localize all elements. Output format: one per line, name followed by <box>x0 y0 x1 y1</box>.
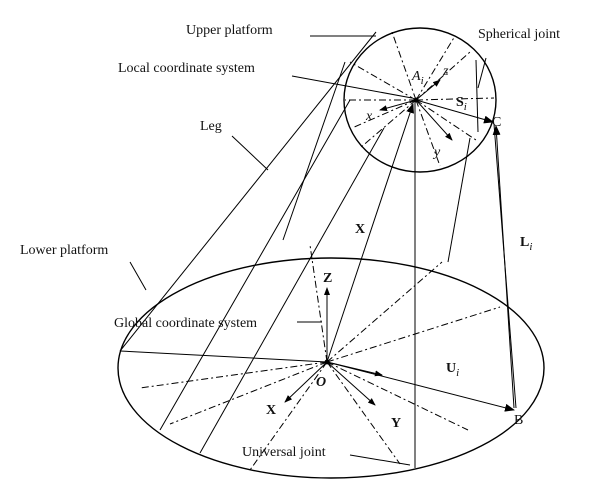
lower-chord <box>119 350 328 363</box>
global-y-axis <box>326 361 376 406</box>
global-coordinate-label: Global coordinate system <box>114 316 257 331</box>
global-z-label: Z <box>323 271 332 286</box>
point-c-label: C <box>492 115 501 130</box>
local-y-axis <box>415 99 453 141</box>
ui-vector-line <box>326 361 515 412</box>
point-b-label: B <box>514 413 523 428</box>
si-vector-line <box>415 99 494 124</box>
spherical-joint-leader <box>477 57 487 89</box>
local-z-label: z <box>442 64 449 79</box>
global-x-axis <box>284 361 328 403</box>
upper-platform-label: Upper platform <box>186 23 273 38</box>
leg-leader <box>231 135 269 171</box>
origin-o-label: O <box>316 375 326 390</box>
global-extra-axis <box>326 361 383 377</box>
origin-o-point <box>324 359 330 365</box>
universal-joint-leader <box>349 454 411 466</box>
x-vector-line <box>326 103 414 363</box>
leg-label: Leg <box>200 119 222 134</box>
point-a <box>413 97 419 103</box>
lower-platform-centerlines <box>139 244 501 471</box>
li-symbol: Li <box>520 235 532 253</box>
local-x-label: x <box>365 109 373 124</box>
li-vector-line <box>492 125 515 409</box>
local-coordinate-leader <box>291 75 413 99</box>
local-z-axis <box>415 79 441 101</box>
si-symbol: Si <box>456 95 467 113</box>
lower-platform-leader <box>129 261 147 291</box>
local-x-axis <box>379 99 417 112</box>
x-vector-label: X <box>355 222 365 237</box>
a-symbol: Ai <box>411 69 424 87</box>
lower-platform-label: Lower platform <box>20 243 108 258</box>
ui-symbol: Ui <box>446 361 459 379</box>
global-y-label: Y <box>391 416 401 431</box>
universal-joint-label: Universal joint <box>242 445 326 460</box>
spherical-joint-label: Spherical joint <box>478 27 560 42</box>
lower-platform-ellipse <box>117 257 545 479</box>
global-x-label: X <box>266 403 276 418</box>
upper-platform-ellipse <box>343 27 497 173</box>
local-y-label: y <box>432 145 441 160</box>
local-coordinate-label: Local coordinate system <box>118 61 255 76</box>
upper-platform-centerlines <box>345 31 495 167</box>
